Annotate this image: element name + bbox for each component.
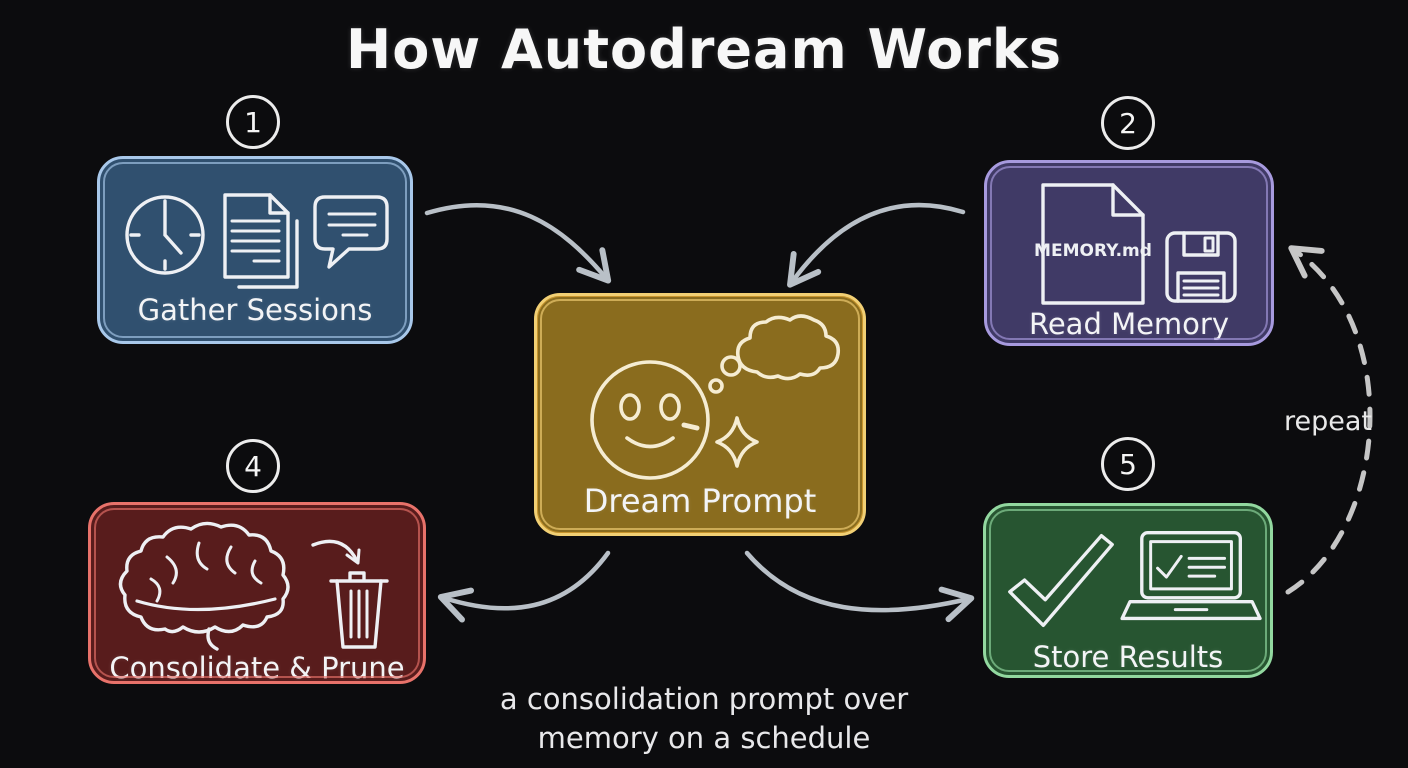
dream-prompt-label: Dream Prompt [583,481,817,520]
arrow-read-to-dream [787,202,966,288]
step-number-5-text: 5 [1119,447,1137,481]
step-number-2: 2 [1101,96,1155,150]
arrow-to-trash-icon [311,539,361,565]
consolidate-prune-label: Consolidate & Prune [109,651,405,685]
arrow-dream-to-consolidate [437,550,611,623]
gather-sessions-label: Gather Sessions [137,293,373,328]
node-gather-sessions: Gather Sessions [97,156,413,344]
laptop-icon [1120,531,1262,621]
checkmark-icon [1008,534,1114,628]
step-number-5: 5 [1101,437,1155,491]
memory-file-icon: MEMORY.md [1034,183,1152,305]
chat-bubble-icon [313,195,389,269]
documents-icon [223,193,299,289]
caption: a consolidation prompt over memory on a … [354,680,1054,758]
node-dream-prompt: Dream Prompt [534,293,866,536]
step-number-1: 1 [226,95,280,149]
step-number-4: 4 [226,439,280,493]
arrow-gather-to-dream [424,202,612,284]
smiley-face-icon [590,360,710,480]
brain-icon [118,521,290,651]
clock-icon [125,195,205,275]
step-number-4-text: 4 [244,449,262,483]
read-memory-icons: MEMORY.md [995,179,1263,309]
repeat-label: repeat [1283,406,1372,437]
consolidate-prune-icons [99,521,415,653]
step-number-2-text: 2 [1119,106,1137,140]
trash-icon [329,571,389,649]
diagram-title: How Autodream Works [346,18,1062,81]
sparkle-icon [715,416,759,468]
caption-line-1: a consolidation prompt over [499,682,909,716]
node-read-memory: MEMORY.md Read Memory [984,160,1274,346]
node-consolidate-prune: Consolidate & Prune [88,502,426,684]
gather-sessions-icons [108,175,402,295]
store-results-icons [994,522,1262,642]
thought-bubble-icon [708,314,841,394]
node-store-results: Store Results [983,503,1273,678]
floppy-disk-icon [1165,231,1237,303]
arrow-dream-to-store [744,550,975,623]
read-memory-label: Read Memory [1028,307,1230,341]
step-number-1-text: 1 [244,105,262,139]
memory-file-label: MEMORY.md [1034,241,1152,261]
store-results-label: Store Results [1032,640,1224,674]
caption-line-2: memory on a schedule [537,721,871,755]
dream-prompt-icons [545,312,855,484]
